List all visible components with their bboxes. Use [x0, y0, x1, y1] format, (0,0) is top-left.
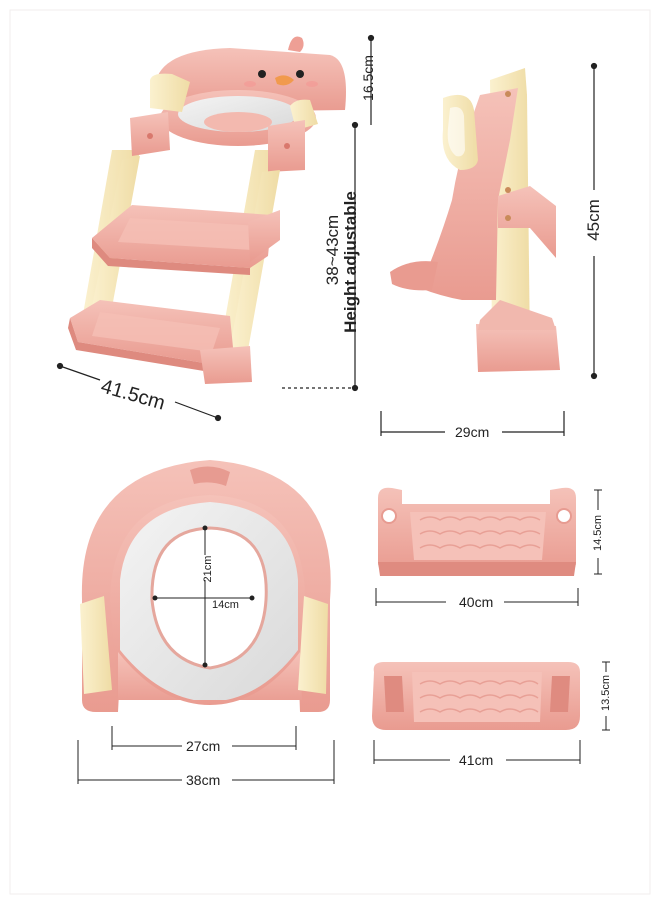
upper-step-dimension-lines	[375, 489, 602, 606]
ladder-top-height-label: 16.5cm	[360, 55, 376, 101]
image-frame	[9, 9, 651, 895]
upper-step-width-label: 40cm	[459, 594, 494, 610]
side-height-label: 45cm	[584, 199, 603, 241]
seat-inner-height-label: 21cm	[202, 555, 214, 583]
ladder-product-view	[68, 36, 346, 384]
side-depth-label: 29cm	[455, 424, 490, 440]
seat-outer-width-label: 38cm	[186, 772, 221, 788]
upper-step-view	[378, 487, 576, 576]
seat-inner-width-label: 14cm	[212, 599, 239, 611]
ladder-adjust-note-label: Height adjustable	[341, 191, 360, 333]
seat-dimension-lines	[77, 525, 335, 784]
upper-step-depth-label: 14.5cm	[592, 514, 604, 552]
side-product-view	[390, 68, 560, 372]
lower-step-view	[372, 662, 580, 730]
ladder-adjust-range-label: 38~43cm	[323, 214, 342, 286]
seat-opening-width-label: 27cm	[186, 738, 221, 754]
side-dimension-lines	[380, 62, 598, 436]
lower-step-width-label: 41cm	[459, 752, 494, 768]
ladder-dimension-lines	[56, 34, 375, 422]
lower-step-dimension-lines	[373, 661, 610, 764]
lower-step-depth-label: 13.5cm	[600, 674, 612, 712]
seat-top-view	[80, 460, 331, 712]
